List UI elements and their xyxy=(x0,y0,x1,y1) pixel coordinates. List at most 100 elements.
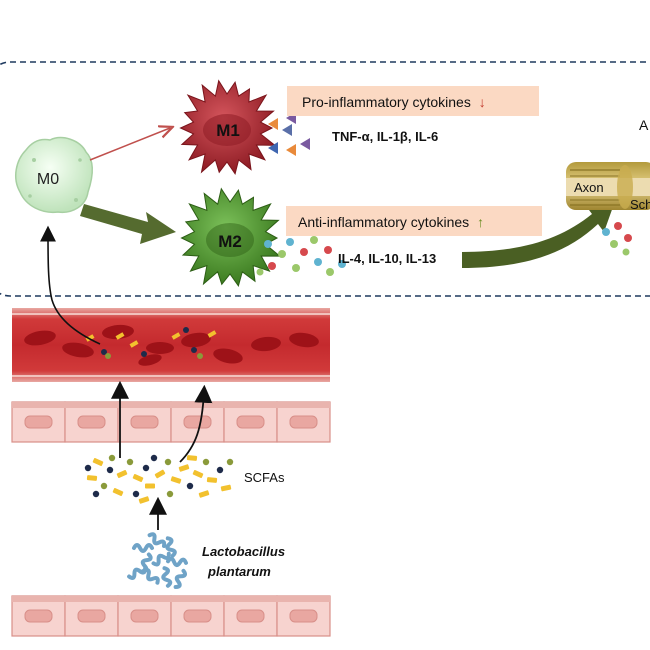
lactobacillus-rod xyxy=(161,566,173,588)
axon-label: Axon xyxy=(574,180,604,195)
m0-label: M0 xyxy=(37,171,59,188)
scfa-molecule xyxy=(100,482,108,490)
scfa-molecule xyxy=(108,454,116,462)
red-blood-cell xyxy=(146,342,174,354)
blood-vessel xyxy=(12,308,330,382)
scfa-molecule xyxy=(84,464,92,472)
lactobacillus-rod xyxy=(142,567,160,585)
scfa-molecule xyxy=(191,347,197,353)
scfa-molecule xyxy=(132,490,140,498)
lactobacillus-rod xyxy=(132,543,154,553)
pro-inflammatory-cytokines: TNF-α, IL-1β, IL-6 xyxy=(332,129,438,144)
scfa-molecule xyxy=(198,490,210,498)
scfa-molecule xyxy=(106,466,114,474)
cell-nucleus xyxy=(24,415,53,429)
scfa-molecule xyxy=(186,482,194,490)
scfa-molecule xyxy=(220,484,232,492)
anti-inflammatory-particles xyxy=(256,236,346,276)
cell-nucleus xyxy=(289,415,318,429)
scfa-molecule xyxy=(207,330,217,338)
lactobacillus-rod xyxy=(166,556,188,568)
bacteria-label-line1: Lactobacillus xyxy=(202,544,285,559)
scfa-molecule xyxy=(138,496,150,504)
cell-nucleus xyxy=(24,609,53,623)
scfa-particles xyxy=(84,454,234,504)
cell-nucleus xyxy=(236,415,265,429)
lactobacillus-rod xyxy=(151,551,171,567)
brush-border xyxy=(12,402,330,408)
scfa-molecule xyxy=(132,474,144,482)
scfa-molecule xyxy=(197,353,203,359)
red-blood-cell xyxy=(102,324,134,340)
cell-nucleus xyxy=(130,609,159,623)
cell-nucleus xyxy=(183,415,212,429)
scfa-molecule xyxy=(116,470,128,478)
scfa-molecule xyxy=(85,334,95,342)
red-blood-cell xyxy=(181,332,211,348)
cell-nucleus xyxy=(236,609,265,623)
scfa-to-vessel-arrow-right xyxy=(179,384,213,463)
scfa-molecule xyxy=(154,469,166,479)
cell-nucleus xyxy=(77,415,106,429)
lactobacillus-cluster-icon xyxy=(127,532,188,589)
immune-response-box xyxy=(0,61,650,297)
scfa-molecule xyxy=(202,458,210,466)
scfa-molecule xyxy=(112,488,124,496)
scfa-molecule xyxy=(101,349,107,355)
red-blood-cell xyxy=(251,336,281,352)
scfa-molecule xyxy=(170,476,182,484)
scfa-molecule xyxy=(186,455,198,461)
scfa-molecule xyxy=(129,340,139,348)
scfa-molecule xyxy=(92,490,100,498)
pro-inflammatory-label-box xyxy=(287,86,539,116)
nerve-title-label: A xyxy=(639,117,649,133)
scfa-molecule xyxy=(126,458,134,466)
scfa-molecule xyxy=(105,353,111,359)
anti-inflammatory-label-box xyxy=(286,206,542,236)
brush-border xyxy=(12,596,330,602)
m2-macrophage: M2 xyxy=(180,187,282,287)
scfa-molecule xyxy=(216,466,224,474)
scfa-molecule xyxy=(86,475,98,481)
cell-nucleus xyxy=(130,415,159,429)
intestinal-epithelium-upper xyxy=(11,401,331,443)
m2-label: M2 xyxy=(218,232,242,251)
m1-label: M1 xyxy=(216,121,240,140)
scfa-molecule xyxy=(145,483,155,489)
lactobacillus-rod xyxy=(127,566,148,580)
red-blood-cell xyxy=(213,348,243,364)
red-blood-cell xyxy=(62,342,94,358)
nerve-particles xyxy=(602,222,632,256)
pro-inflammatory-particles xyxy=(268,112,310,156)
m0-to-m2-arrow xyxy=(80,204,176,244)
scfa-molecule xyxy=(142,464,150,472)
red-blood-cell xyxy=(138,354,162,366)
m1-macrophage: M1 xyxy=(179,79,277,175)
scfa-molecule xyxy=(171,332,181,340)
pro-inflammatory-label: Pro-inflammatory cytokines ↓ xyxy=(302,94,486,110)
cell-nucleus xyxy=(289,609,318,623)
to-nerve-arrow xyxy=(462,204,614,268)
nerve-fiber xyxy=(566,162,650,210)
cell-nucleus xyxy=(77,609,106,623)
lactobacillus-rod xyxy=(165,536,177,558)
m0-to-m1-arrow xyxy=(89,128,170,161)
scfa-molecule xyxy=(150,454,158,462)
vessel-to-m0-arrow xyxy=(40,225,101,345)
scfa-molecule xyxy=(92,458,104,466)
m0-macrophage: M0 xyxy=(14,136,93,214)
scfa-molecule xyxy=(166,490,174,498)
intestinal-epithelium-lower xyxy=(11,595,331,637)
lactobacillus-rod xyxy=(147,532,167,549)
bacteria-label-line2: plantarum xyxy=(207,564,271,579)
scfa-molecule xyxy=(115,332,125,340)
schwann-cell-label: Sch xyxy=(630,197,650,212)
scfas-label: SCFAs xyxy=(244,470,285,485)
scfa-molecule xyxy=(141,351,147,357)
lactobacillus-rod xyxy=(173,568,188,589)
anti-inflammatory-label: Anti-inflammatory cytokines ↑ xyxy=(298,214,484,230)
scfa-molecule xyxy=(192,470,204,478)
red-blood-cell xyxy=(289,332,319,348)
scfa-molecule xyxy=(206,477,218,483)
